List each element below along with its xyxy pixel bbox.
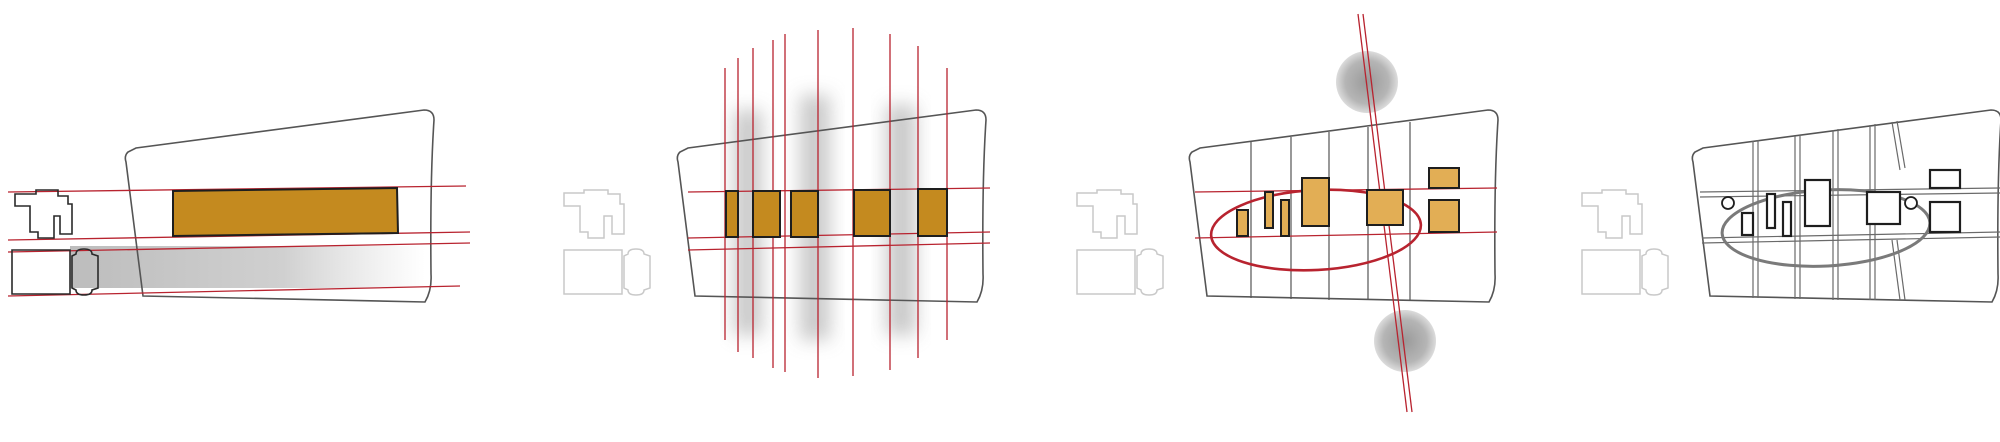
gold-building-block <box>1428 199 1460 233</box>
building-footprint <box>1928 200 1962 234</box>
diagram-panel-4 <box>1570 0 2000 442</box>
diagram-panel-1 <box>0 0 480 442</box>
context-building <box>14 189 73 239</box>
street-line <box>1701 236 2000 244</box>
gold-building-block <box>1301 177 1330 227</box>
context-building <box>71 248 99 296</box>
site-boundary <box>1188 109 1499 303</box>
tree-circle <box>1904 196 1918 210</box>
node-circle <box>1374 310 1436 372</box>
gold-building-block <box>1264 191 1274 229</box>
context-building <box>11 249 71 295</box>
gold-building-block <box>172 186 400 238</box>
context-building-faded <box>1581 189 1643 239</box>
gold-building-block <box>725 190 739 238</box>
site-boundary <box>124 109 435 303</box>
context-building-faded <box>1581 249 1641 295</box>
tree-circle <box>1721 196 1735 210</box>
gold-building-block <box>1280 199 1290 237</box>
street-line <box>1699 192 2000 198</box>
gold-building-block <box>752 190 781 238</box>
context-building-faded <box>563 189 625 239</box>
grey-corridor-zone <box>70 246 425 288</box>
diagram-panel-2 <box>540 0 1020 442</box>
street-line <box>1891 239 1901 301</box>
building-footprint <box>1740 211 1755 237</box>
red-axis-line <box>7 185 467 193</box>
context-building-faded <box>623 248 651 296</box>
panel-1-svg <box>7 109 471 303</box>
building-footprint <box>1765 192 1777 230</box>
context-building-faded <box>563 249 623 295</box>
gold-building-block <box>1428 167 1460 189</box>
building-footprint <box>1865 190 1902 226</box>
gold-building-block <box>1366 189 1404 226</box>
gold-building-block <box>1236 209 1249 237</box>
street-line <box>1896 120 1906 169</box>
context-building-faded <box>1641 248 1669 296</box>
panel-3-svg <box>1076 13 1499 413</box>
gold-building-block <box>790 190 819 238</box>
site-boundary <box>676 109 987 303</box>
gold-building-block <box>917 188 948 237</box>
red-axis-line <box>687 242 991 251</box>
building-footprint <box>1928 168 1962 190</box>
gold-building-block <box>853 189 891 237</box>
building-footprint <box>1803 178 1832 228</box>
context-building-faded <box>1136 248 1164 296</box>
street-line <box>1891 121 1901 171</box>
panel-4-svg <box>1581 109 2000 303</box>
context-building-faded <box>1076 189 1138 239</box>
context-building-faded <box>1076 249 1136 295</box>
building-footprint <box>1781 200 1793 238</box>
red-axis-line <box>7 242 471 253</box>
street-line <box>1896 239 1906 301</box>
panel-2-svg <box>563 28 991 378</box>
diagram-panel-3 <box>1055 0 1535 442</box>
